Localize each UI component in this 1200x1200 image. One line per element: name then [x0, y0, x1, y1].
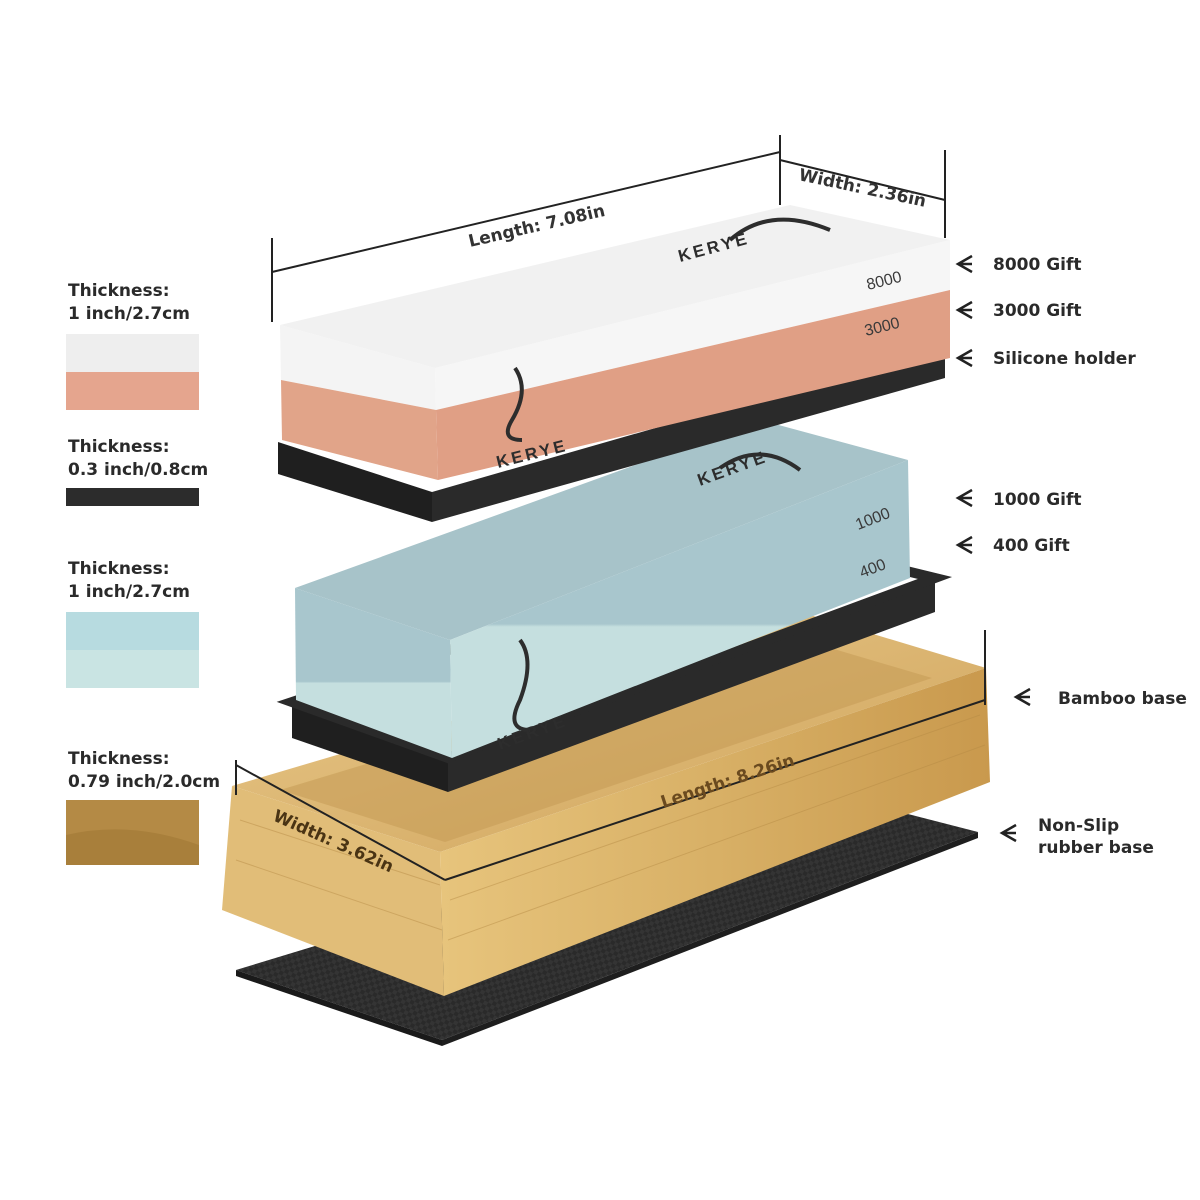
pointer-arrow-icon	[999, 823, 1017, 843]
pointer-arrow-icon	[955, 300, 973, 320]
blue-whetstone: KERYE 1000 400 KERYE	[295, 420, 910, 758]
bamboo-base-front	[440, 668, 990, 996]
legend-value: 1 inch/2.7cm	[68, 304, 190, 324]
swatch-black	[66, 488, 199, 506]
callout-3000-label: 3000 Gift	[993, 301, 1082, 321]
blue-stone-front	[450, 460, 910, 758]
callout-3000: 3000 Gift	[955, 300, 1082, 321]
white-orange-whetstone: KERYE 8000 3000 KERYE	[280, 205, 950, 480]
blue-stone-side	[295, 588, 452, 758]
legend-item-white-orange-stone: Thickness: 1 inch/2.7cm	[66, 281, 199, 410]
callout-rubber-base-label: Non-Slip	[1038, 816, 1119, 836]
legend-value: 0.79 inch/2.0cm	[68, 772, 220, 792]
legend-value: 0.3 inch/0.8cm	[68, 460, 208, 480]
legend-item-bamboo: Thickness: 0.79 inch/2.0cm	[66, 749, 220, 865]
callout-1000: 1000 Gift	[955, 488, 1082, 510]
pointer-arrow-icon	[955, 488, 973, 508]
pointer-arrow-icon	[955, 254, 973, 274]
legend-label: Thickness:	[68, 559, 170, 579]
legend-label: Thickness:	[68, 437, 170, 457]
pointer-arrow-icon	[955, 535, 973, 555]
dimension-top-width-label: Width: 2.36in	[797, 165, 928, 212]
legend: Thickness: 1 inch/2.7cm Thickness: 0.3 i…	[66, 281, 220, 865]
callout-bamboo-base-label: Bamboo base	[1058, 689, 1187, 709]
callout-rubber-base: Non-Slip rubber base	[999, 816, 1154, 858]
swatch-white	[66, 334, 199, 372]
callout-bamboo-base: Bamboo base	[1013, 687, 1187, 709]
legend-label: Thickness:	[68, 749, 170, 769]
callout-1000-label: 1000 Gift	[993, 490, 1082, 510]
callout-400-label: 400 Gift	[993, 536, 1070, 556]
callout-400: 400 Gift	[955, 535, 1070, 556]
bamboo-base-side	[222, 786, 444, 996]
callout-8000-label: 8000 Gift	[993, 255, 1082, 275]
orange-stone-front	[436, 290, 950, 480]
callout-silicone-holder-label: Silicone holder	[993, 349, 1136, 369]
white-stone-front	[435, 240, 950, 410]
swatch-bamboo-grain	[66, 829, 199, 865]
legend-label: Thickness:	[68, 281, 170, 301]
legend-item-blue-stone: Thickness: 1 inch/2.7cm	[66, 559, 199, 688]
bamboo-base	[222, 615, 990, 996]
callout-silicone-holder: Silicone holder	[955, 348, 1136, 369]
callout-8000: 8000 Gift	[955, 254, 1082, 275]
callouts: 8000 Gift 3000 Gift Silicone holder 1000…	[955, 254, 1187, 858]
white-stone-top	[280, 205, 950, 368]
swatch-light-blue	[66, 650, 199, 688]
callout-rubber-base-label-2: rubber base	[1038, 838, 1154, 858]
pointer-arrow-icon	[955, 348, 973, 368]
pointer-arrow-icon	[1013, 687, 1031, 707]
swatch-orange	[66, 372, 199, 410]
blue-stone-top	[295, 420, 908, 640]
legend-item-holder: Thickness: 0.3 inch/0.8cm	[66, 437, 208, 506]
swatch-blue	[66, 612, 199, 650]
legend-value: 1 inch/2.7cm	[68, 582, 190, 602]
